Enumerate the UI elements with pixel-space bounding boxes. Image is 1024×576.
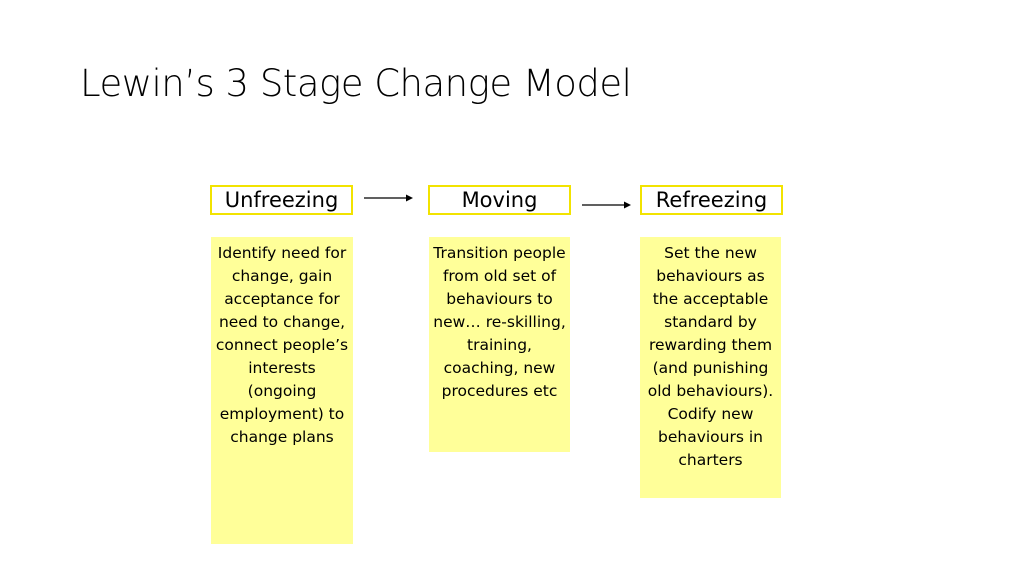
stage-header-moving: Moving [428,185,571,215]
stage-description-moving: Transition people from old set of behavi… [429,237,570,452]
arrow-right-icon [582,201,631,209]
arrow-right-icon [364,194,413,202]
slide-title: Lewin’s 3 Stage Change Model [80,62,632,105]
stage-header-unfreezing: Unfreezing [210,185,353,215]
stage-header-refreezing: Refreezing [640,185,783,215]
stage-description-refreezing: Set the new behaviours as the acceptable… [640,237,781,498]
stage-description-unfreezing: Identify need for change, gain acceptanc… [211,237,353,544]
